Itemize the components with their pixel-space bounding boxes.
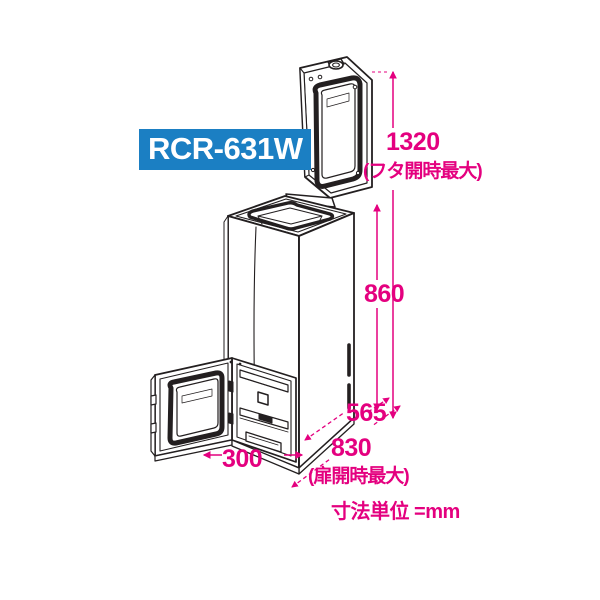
- inner-shelf-upper: [239, 369, 289, 393]
- inner-tray: [245, 431, 282, 453]
- lid-latch: [308, 58, 361, 176]
- dimension-label-565: 565: [346, 399, 387, 427]
- lower-door-open: [150, 357, 242, 462]
- cabinet-top-deck: [227, 193, 355, 237]
- dimension-line-830: [291, 405, 401, 488]
- dimension-note-830: (扉開時最大): [308, 466, 410, 487]
- inner-shelf-lower: [239, 407, 289, 433]
- door-hinge: [150, 380, 234, 434]
- dimension-unit-note: 寸法単位 =mm: [331, 501, 460, 523]
- top-lid-open: [299, 56, 373, 199]
- dimension-label-830: 830: [331, 434, 372, 462]
- lower-compartment-frame: [231, 357, 297, 463]
- dimension-note-1320: (フタ開時最大): [363, 161, 483, 182]
- dimension-label-1320: 1320: [386, 128, 440, 156]
- dimension-line-565: [304, 397, 390, 441]
- dimension-line-1320: [372, 70, 397, 420]
- inner-square-button: [257, 391, 269, 406]
- dimension-label-300: 300: [222, 445, 263, 473]
- product-model-badge: RCR-631W: [139, 129, 312, 171]
- dimension-label-860: 860: [364, 280, 405, 308]
